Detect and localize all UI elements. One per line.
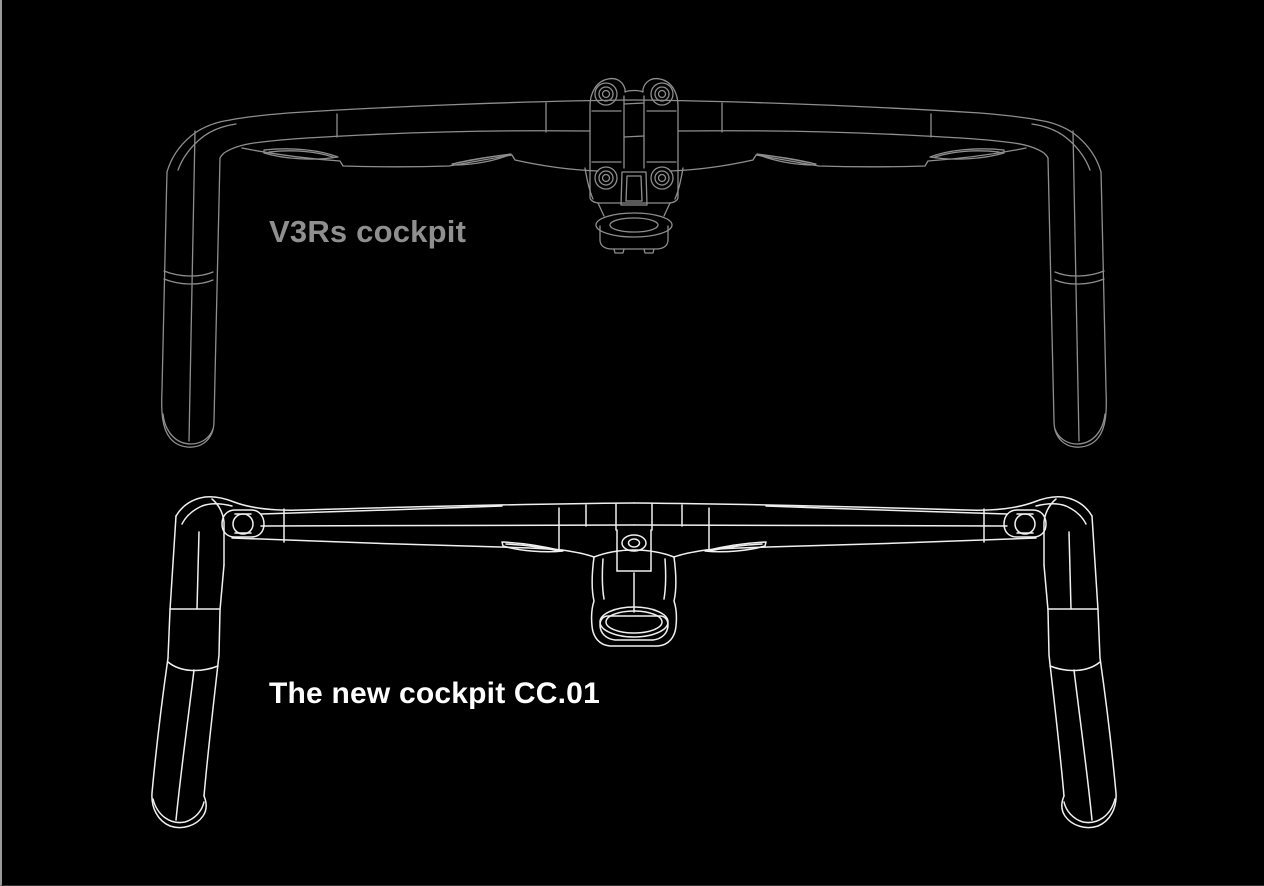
cc01-cockpit-label: The new cockpit CC.01 [269,677,600,710]
v3rs-left-half [161,99,635,448]
v3rs-stem [584,77,684,254]
cc01-left-half [151,496,635,829]
v3rs-cockpit-wireframe [161,77,1107,448]
cc01-cockpit-wireframe [151,495,1117,829]
cc01-steerer-cup [590,529,678,647]
v3rs-cockpit-label: V3Rs cockpit [269,214,467,249]
